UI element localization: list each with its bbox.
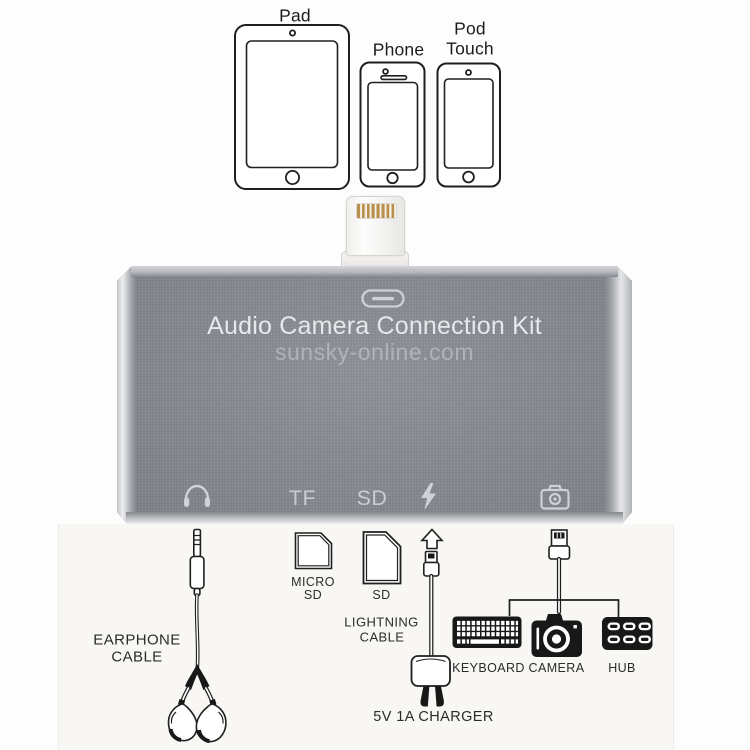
keyboard-icon (452, 616, 522, 648)
sd-port-label: SD (356, 486, 388, 510)
micro-sd-label-line1: MICRO (291, 574, 335, 589)
adapter-body: Audio Camera Connection Kit sunsky-onlin… (117, 266, 632, 524)
lightning-bolt-icon (421, 483, 436, 510)
headphones-icon (184, 484, 210, 507)
micro-sd-label-line2: SD (303, 587, 323, 602)
tf-port-label: TF (288, 486, 317, 510)
camera-label: CAMERA (528, 661, 585, 675)
adapter-top-bevel (131, 266, 618, 277)
sd-label: SD (372, 588, 391, 602)
lightning-cable-label-line1: LIGHTNING (344, 614, 419, 629)
earphone-label-line2: CABLE (111, 648, 163, 666)
adapter-watermark: sunsky-online.com (275, 339, 474, 365)
lightning-cable-label-line2: CABLE (359, 629, 405, 644)
charger-drawing (410, 655, 451, 707)
adapter-title: Audio Camera Connection Kit (207, 312, 542, 340)
camera-port-icon (540, 484, 570, 510)
phone-label: Phone (372, 39, 425, 60)
adapter-left-bevel (117, 266, 136, 524)
lightning-connector-pins (356, 203, 397, 219)
pad-label: Pad (279, 5, 311, 26)
ipad-drawing (234, 24, 350, 190)
charger-label: 5V 1A CHARGER (373, 708, 494, 725)
camera-icon-filled (531, 614, 582, 657)
adapter-right-bevel (605, 266, 632, 524)
micro-sd-drawing (294, 532, 333, 570)
pod-touch-label-line2: Touch (446, 38, 494, 59)
earphone-drawing (167, 528, 227, 744)
earphone-label-line1: EARPHONE (93, 631, 181, 648)
iphone-drawing (359, 61, 426, 188)
ipod-touch-drawing (436, 62, 501, 188)
hub-label: HUB (608, 661, 636, 675)
lightning-cable-drawing (420, 528, 444, 658)
usb-cable-drawing (508, 529, 620, 617)
earbud-right (195, 703, 227, 744)
earbud-left (167, 703, 198, 742)
keyboard-label: KEYBOARD (452, 660, 525, 675)
pod-touch-label-line1: Pod (454, 18, 486, 39)
adapter-bottom-bevel (126, 512, 623, 524)
lightning-port-icon (360, 288, 405, 308)
hub-icon (602, 617, 653, 650)
sd-card-drawing (362, 531, 402, 585)
up-arrow-icon (420, 528, 444, 550)
lightning-connector (346, 196, 405, 256)
